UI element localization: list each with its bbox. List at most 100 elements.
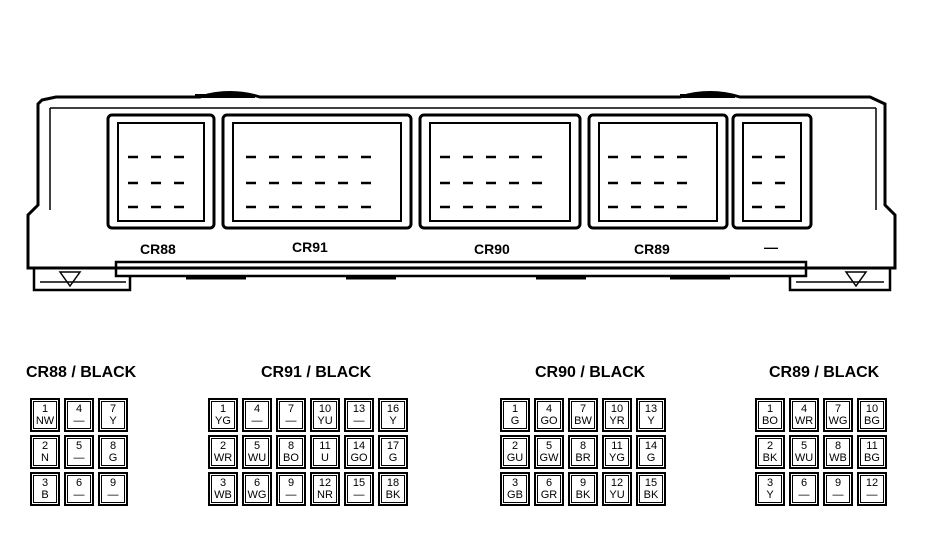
pin-wire-color: YG (215, 415, 231, 427)
pin-number: 8 (287, 440, 295, 452)
pin-wire-color: — (73, 452, 85, 464)
pin-wire-color: G (646, 452, 656, 464)
pin-cell: 6— (64, 472, 94, 506)
pin-number: 10 (610, 403, 624, 415)
module-label-cr89: CR89 (634, 241, 670, 257)
pin-number: 6 (75, 477, 83, 489)
pin-wire-color: — (866, 489, 878, 501)
pin-number: 16 (386, 403, 400, 415)
pin-wire-color: G (510, 415, 520, 427)
pin-number: 3 (219, 477, 227, 489)
pin-wire-color: — (73, 489, 85, 501)
pin-cell: 4— (64, 398, 94, 432)
pin-cell: 7— (276, 398, 306, 432)
pin-number: 3 (41, 477, 49, 489)
pin-number: 2 (219, 440, 227, 452)
pin-number: 9 (834, 477, 842, 489)
pin-wire-color: GO (540, 415, 558, 427)
pin-wire-color: BW (574, 415, 592, 427)
pin-wire-color: Y (109, 415, 117, 427)
pin-wire-color: YG (609, 452, 625, 464)
module-label-cr88: CR88 (140, 241, 176, 257)
pin-wire-color: GU (506, 452, 524, 464)
pin-wire-color: Y (766, 489, 774, 501)
pin-wire-color: — (107, 489, 119, 501)
pin-wire-color: G (388, 452, 398, 464)
pin-wire-color: BK (643, 489, 659, 501)
pin-cell-inner: 6— (67, 475, 91, 503)
control-module-drawing: CR88 CR91 CR90 CR89 — (26, 91, 897, 292)
pin-number: 2 (41, 440, 49, 452)
pin-cell: 4— (242, 398, 272, 432)
module-label-cr91: CR91 (292, 239, 328, 255)
connector-pocket-cr88 (106, 113, 216, 230)
pin-number: 2 (766, 440, 774, 452)
pin-wire-color: G (108, 452, 118, 464)
pin-number: 3 (511, 477, 519, 489)
connector-pocket-cr91 (221, 113, 413, 230)
pin-number: 9 (287, 477, 295, 489)
pin-wire-color: BK (575, 489, 591, 501)
pin-wire-color: N (41, 452, 49, 464)
pin-number: 15 (644, 477, 658, 489)
pin-number: 1 (511, 403, 519, 415)
pin-number: 9 (109, 477, 117, 489)
pin-wire-color: WR (794, 415, 814, 427)
pin-wire-color: BR (575, 452, 591, 464)
pin-cell: 6— (789, 472, 819, 506)
pin-wire-color: WB (214, 489, 232, 501)
pin-cell-inner: 5— (67, 438, 91, 466)
pin-number: 13 (352, 403, 366, 415)
connector-title-cr90: CR90 / BLACK (535, 364, 646, 381)
pin-number: 6 (800, 477, 808, 489)
pin-wire-color: WG (247, 489, 267, 501)
pin-wire-color: Y (647, 415, 655, 427)
pin-wire-color: BG (864, 415, 880, 427)
pin-wire-color: WB (829, 452, 847, 464)
pin-number: 6 (545, 477, 553, 489)
pin-wire-color: WG (828, 415, 848, 427)
pin-cell-inner: 9— (826, 475, 850, 503)
pin-cell-inner: 9— (279, 475, 303, 503)
pin-number: 18 (386, 477, 400, 489)
pin-wire-color: BO (283, 452, 299, 464)
pin-number: 1 (766, 403, 774, 415)
pin-wire-color: NW (35, 415, 55, 427)
pin-wire-color: — (353, 489, 365, 501)
pin-number: 8 (109, 440, 117, 452)
pin-number: 4 (253, 403, 261, 415)
pin-wire-color: WR (213, 452, 233, 464)
